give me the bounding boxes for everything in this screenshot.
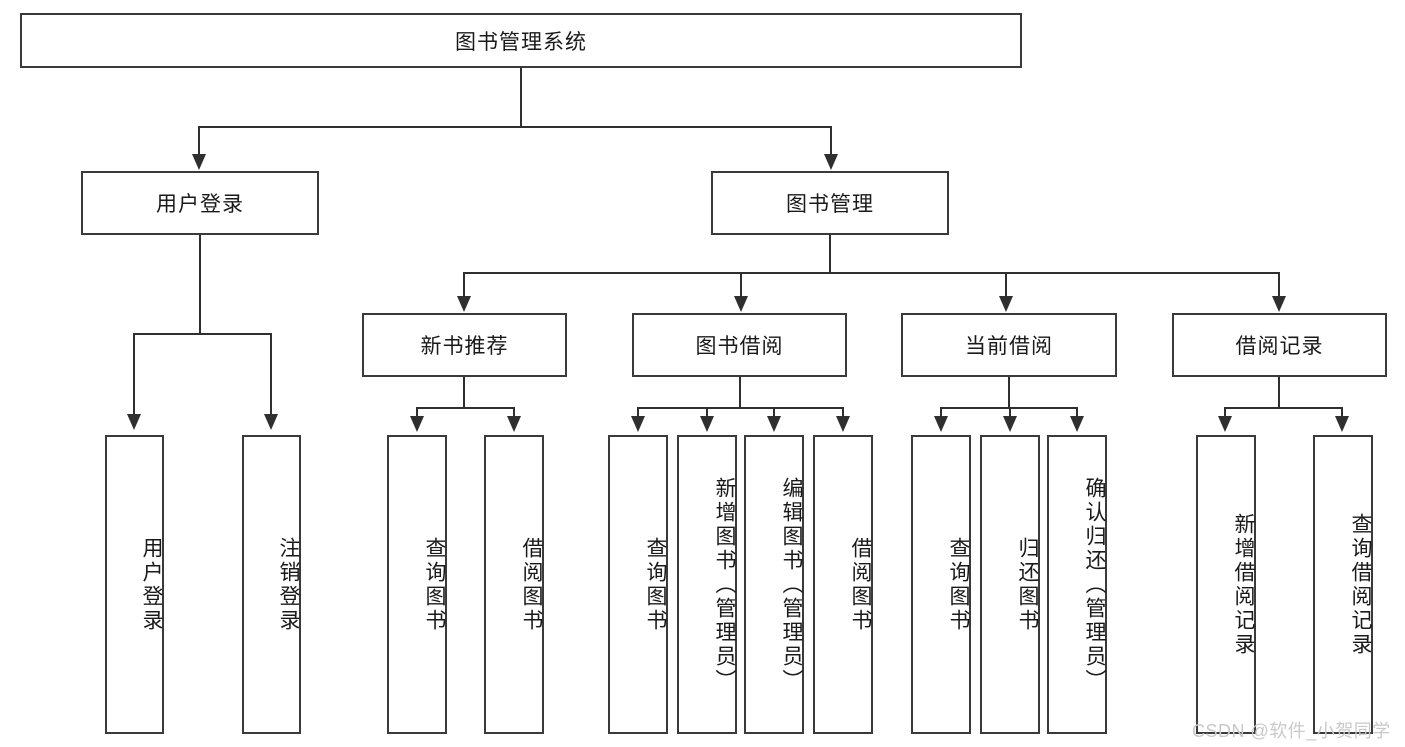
node-leaf-query-book-newbook[interactable]: 查询图书 [387, 435, 447, 734]
node-leaf-query-book-borrow[interactable]: 查询图书 [608, 435, 668, 734]
node-label: 查询图书 [644, 536, 667, 633]
arrowhead-borrow-to-leaf1 [631, 416, 645, 432]
arrowhead-borrow-to-leaf3 [767, 416, 781, 432]
edge-current-to-leaf1 [940, 407, 942, 418]
node-label: 新书推荐 [420, 335, 509, 358]
arrowhead-login-to-leaf2 [264, 414, 278, 430]
arrowhead-newbook-to-leaf2 [507, 416, 521, 432]
node-label: 新增图书（管理员） [713, 476, 736, 693]
edge-bookmgmt-bus [463, 272, 1280, 274]
edge-bookmgmt-to-borrow [740, 272, 742, 298]
edge-login-stem [199, 235, 201, 334]
edge-borrow-stem [739, 377, 741, 408]
node-new-book-recommend[interactable]: 新书推荐 [362, 313, 567, 377]
arrowhead-root-to-bookmgmt [824, 154, 838, 170]
edge-current-to-leaf2 [1009, 407, 1011, 418]
node-leaf-confirm-return-admin[interactable]: 确认归还（管理员） [1047, 435, 1107, 734]
node-user-login[interactable]: 用户登录 [81, 171, 319, 235]
edge-current-stem [1008, 377, 1010, 408]
node-label: 当前借阅 [965, 335, 1053, 358]
arrowhead-bookmgmt-to-borrow [734, 296, 748, 312]
node-label: 图书管理系统 [455, 30, 587, 54]
node-label: 查询借阅记录 [1349, 512, 1372, 657]
node-label: 查询图书 [947, 536, 970, 633]
arrowhead-bookmgmt-to-records [1272, 296, 1286, 312]
node-label: 用户登录 [156, 193, 244, 216]
node-label: 确认归还（管理员） [1083, 476, 1106, 693]
edge-borrow-to-leaf1 [637, 407, 639, 418]
node-borrow-records[interactable]: 借阅记录 [1172, 313, 1387, 377]
edge-borrow-bus [637, 407, 844, 409]
edge-newbook-bus [416, 407, 515, 409]
arrowhead-bookmgmt-to-newbook [457, 296, 471, 312]
edge-borrow-to-leaf3 [773, 407, 775, 418]
arrowhead-current-to-leaf1 [934, 416, 948, 432]
node-label: 图书管理 [786, 193, 874, 216]
edge-login-to-leaf2 [270, 333, 272, 416]
node-leaf-borrow-book-borrow[interactable]: 借阅图书 [813, 435, 873, 734]
node-leaf-add-book-admin[interactable]: 新增图书（管理员） [677, 435, 737, 734]
edge-borrow-to-leaf4 [842, 407, 844, 418]
arrowhead-newbook-to-leaf1 [410, 416, 424, 432]
arrowhead-bookmgmt-to-current [999, 296, 1013, 312]
arrowhead-root-to-login [192, 154, 206, 170]
edge-records-to-leaf2 [1341, 407, 1343, 418]
node-leaf-query-book-current[interactable]: 查询图书 [911, 435, 971, 734]
edge-root-to-login [198, 126, 200, 156]
arrowhead-borrow-to-leaf4 [836, 416, 850, 432]
node-book-borrow[interactable]: 图书借阅 [632, 313, 847, 377]
node-leaf-user-login[interactable]: 用户登录 [105, 435, 164, 734]
edge-newbook-to-leaf1 [416, 407, 418, 418]
arrowhead-records-to-leaf1 [1218, 416, 1232, 432]
node-label: 用户登录 [140, 536, 163, 633]
node-current-borrow[interactable]: 当前借阅 [901, 313, 1117, 377]
arrowhead-borrow-to-leaf2 [700, 416, 714, 432]
node-label: 归还图书 [1016, 536, 1039, 633]
node-leaf-query-borrow-record[interactable]: 查询借阅记录 [1313, 435, 1373, 734]
arrowhead-current-to-leaf3 [1070, 416, 1084, 432]
edge-borrow-to-leaf2 [706, 407, 708, 418]
edge-login-to-leaf1 [133, 333, 135, 416]
edge-records-bus [1224, 407, 1342, 409]
edge-newbook-to-leaf2 [513, 407, 515, 418]
node-label: 图书借阅 [695, 335, 784, 358]
edge-records-stem [1278, 377, 1280, 408]
node-leaf-return-book[interactable]: 归还图书 [980, 435, 1040, 734]
node-label: 查询图书 [423, 536, 446, 633]
watermark-csdn: CSDN @软件_小贺同学 [1192, 721, 1391, 741]
node-label: 借阅图书 [520, 536, 543, 633]
edge-root-to-bookmgmt [830, 126, 832, 156]
edge-newbook-stem [463, 377, 465, 408]
node-label: 编辑图书（管理员） [780, 476, 803, 693]
edge-bookmgmt-to-newbook [463, 272, 465, 298]
node-label: 新增借阅记录 [1232, 512, 1255, 657]
arrowhead-current-to-leaf2 [1003, 416, 1017, 432]
node-label: 借阅图书 [849, 536, 872, 633]
node-book-management[interactable]: 图书管理 [711, 171, 949, 235]
node-label: 借阅记录 [1235, 335, 1324, 358]
edge-bookmgmt-to-records [1278, 272, 1280, 298]
edge-bookmgmt-to-current [1005, 272, 1007, 298]
node-leaf-user-logout[interactable]: 注销登录 [242, 435, 301, 734]
edge-root-stem [520, 68, 522, 127]
node-leaf-add-borrow-record[interactable]: 新增借阅记录 [1196, 435, 1256, 734]
edge-login-bus [133, 333, 271, 335]
arrowhead-records-to-leaf2 [1335, 416, 1349, 432]
node-root-system[interactable]: 图书管理系统 [20, 13, 1022, 68]
edge-records-to-leaf1 [1224, 407, 1226, 418]
edge-bookmgmt-stem [829, 235, 831, 273]
arrowhead-login-to-leaf1 [127, 414, 141, 430]
edge-root-bus [198, 126, 832, 128]
edge-current-to-leaf3 [1076, 407, 1078, 418]
node-label: 注销登录 [277, 536, 300, 633]
node-leaf-edit-book-admin[interactable]: 编辑图书（管理员） [744, 435, 804, 734]
node-leaf-borrow-book-newbook[interactable]: 借阅图书 [484, 435, 544, 734]
